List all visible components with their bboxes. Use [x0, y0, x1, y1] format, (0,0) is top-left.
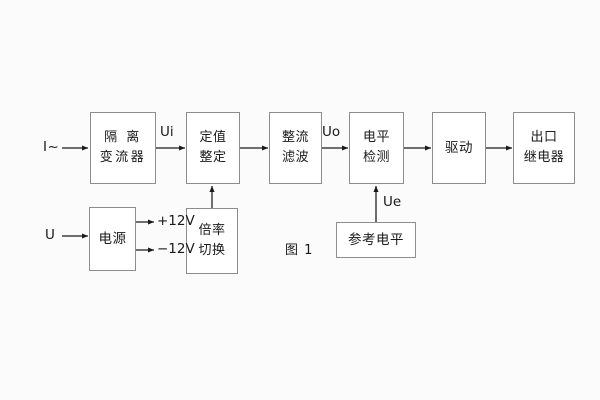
label-ui-signal: Ui — [160, 124, 174, 140]
label-ue-signal: Ue — [383, 194, 402, 210]
block-line-2: 切换 — [198, 243, 226, 258]
block-multiplier-switch: 倍率 切换 — [186, 208, 238, 274]
block-line-2: 滤波 — [281, 150, 309, 165]
block-line-1: 驱动 — [445, 139, 473, 156]
block-rectifier-filter: 整流 滤波 — [269, 112, 322, 184]
block-line-1: 隔 离 — [104, 129, 142, 145]
block-line-2: 继电器 — [523, 150, 565, 165]
block-line-1: 电源 — [98, 230, 127, 247]
block-driver: 驱动 — [432, 112, 486, 184]
block-output-relay: 出口 继电器 — [513, 112, 575, 184]
block-line-1: 参考电平 — [348, 231, 404, 248]
block-level-detection: 电平 检测 — [349, 112, 404, 184]
block-line-1: 定值 — [199, 129, 227, 145]
block-isolation-transformer: 隔 离 变流器 — [90, 112, 156, 184]
block-line-2: 检测 — [362, 150, 390, 165]
label-negative-rail: −12V — [157, 241, 195, 257]
block-setting-value: 定值 整定 — [186, 112, 240, 184]
block-line-1: 电平 — [362, 129, 390, 145]
block-reference-level: 参考电平 — [336, 222, 416, 258]
block-line-1: 整流 — [281, 129, 309, 145]
figure-caption: 图 1 — [285, 243, 314, 258]
block-power-supply: 电源 — [89, 207, 136, 271]
label-current-input: I~ — [43, 139, 60, 155]
block-line-1: 出口 — [530, 129, 558, 145]
label-uo-signal: Uo — [322, 124, 341, 140]
block-line-1: 倍率 — [198, 222, 226, 238]
label-positive-rail: +12V — [157, 213, 195, 229]
block-line-2: 变流器 — [99, 150, 147, 165]
label-voltage-input: U — [45, 227, 56, 243]
block-line-2: 整定 — [199, 150, 227, 165]
